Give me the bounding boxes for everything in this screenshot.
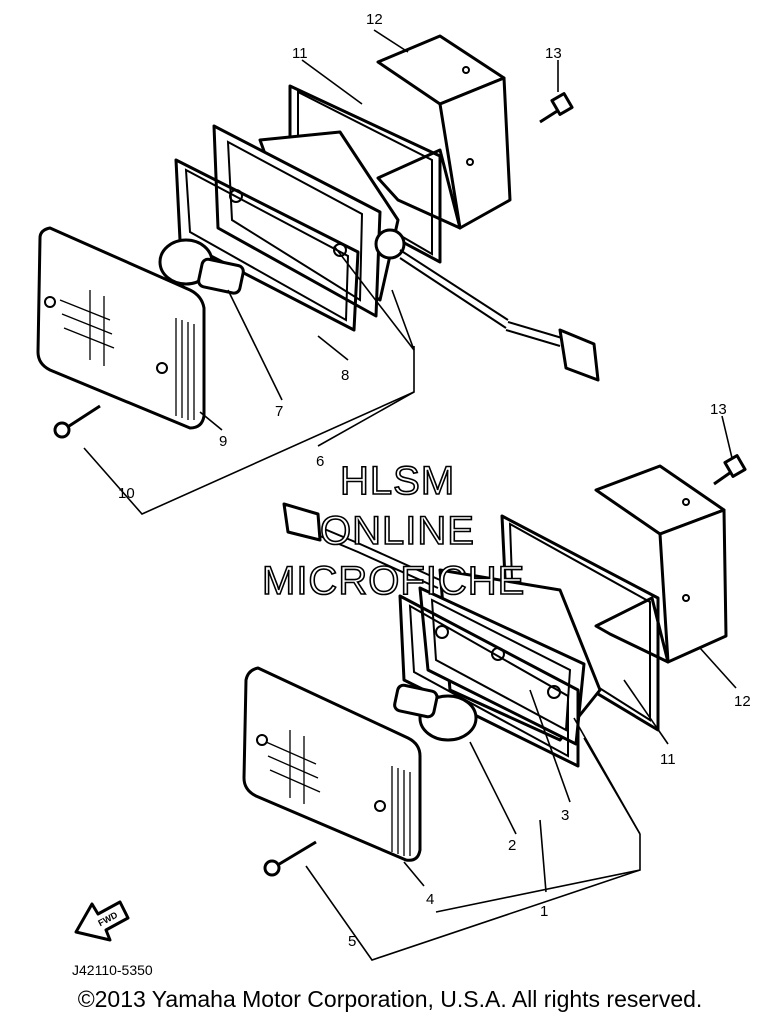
callout-bottom-4: 4	[426, 891, 434, 908]
top-turn-signal-assembly: 12 13 11 8 7 9 6 10	[36, 11, 600, 515]
top-leader-lines	[83, 29, 559, 515]
drawing-code: J42110-5350	[72, 962, 153, 978]
top-bulb	[158, 238, 245, 295]
callout-top-10: 10	[118, 485, 135, 502]
top-lamp-housing	[212, 124, 406, 318]
top-bracket	[376, 34, 512, 230]
watermark-line-1: HLSM	[340, 459, 455, 503]
top-lens	[36, 226, 206, 430]
callout-top-6: 6	[316, 453, 324, 470]
watermark: HLSM ONLINE MICROFICHE	[261, 458, 525, 604]
callout-bottom-12: 12	[734, 693, 751, 710]
top-lens-screw	[53, 404, 101, 439]
watermark-line-2: ONLINE	[320, 509, 475, 553]
callout-top-9: 9	[219, 433, 227, 450]
callout-bottom-5: 5	[348, 933, 356, 950]
callout-bottom-2: 2	[508, 837, 516, 854]
callout-top-11: 11	[292, 45, 308, 62]
bottom-leader-lines	[305, 415, 737, 961]
bottom-turn-signal-assembly: 13 12 11 3 2 1 4 5	[242, 401, 751, 961]
callout-bottom-3: 3	[561, 807, 569, 824]
callout-top-8: 8	[341, 367, 349, 384]
bottom-wire-harness	[282, 502, 441, 589]
bottom-lens	[242, 666, 422, 862]
callout-top-13: 13	[545, 45, 562, 62]
bottom-inner-gasket	[398, 594, 580, 768]
copyright-notice: ©2013 Yamaha Motor Corporation, U.S.A. A…	[77, 986, 703, 1012]
forward-direction-arrow: FWD	[74, 900, 130, 942]
top-wire-harness	[399, 249, 600, 382]
bottom-bulb	[393, 683, 478, 742]
callout-top-12: 12	[366, 11, 383, 28]
top-bracket-screw	[539, 92, 574, 124]
callout-bottom-11: 11	[660, 751, 676, 768]
bottom-bracket-screw	[713, 454, 747, 486]
top-inner-gasket	[174, 158, 360, 332]
callout-top-7: 7	[275, 403, 283, 420]
callout-bottom-1: 1	[540, 903, 548, 920]
watermark-line-3: MICROFICHE	[262, 559, 525, 603]
callout-bottom-13: 13	[710, 401, 727, 418]
bottom-bracket	[594, 464, 728, 664]
bottom-lens-screw	[263, 840, 317, 877]
